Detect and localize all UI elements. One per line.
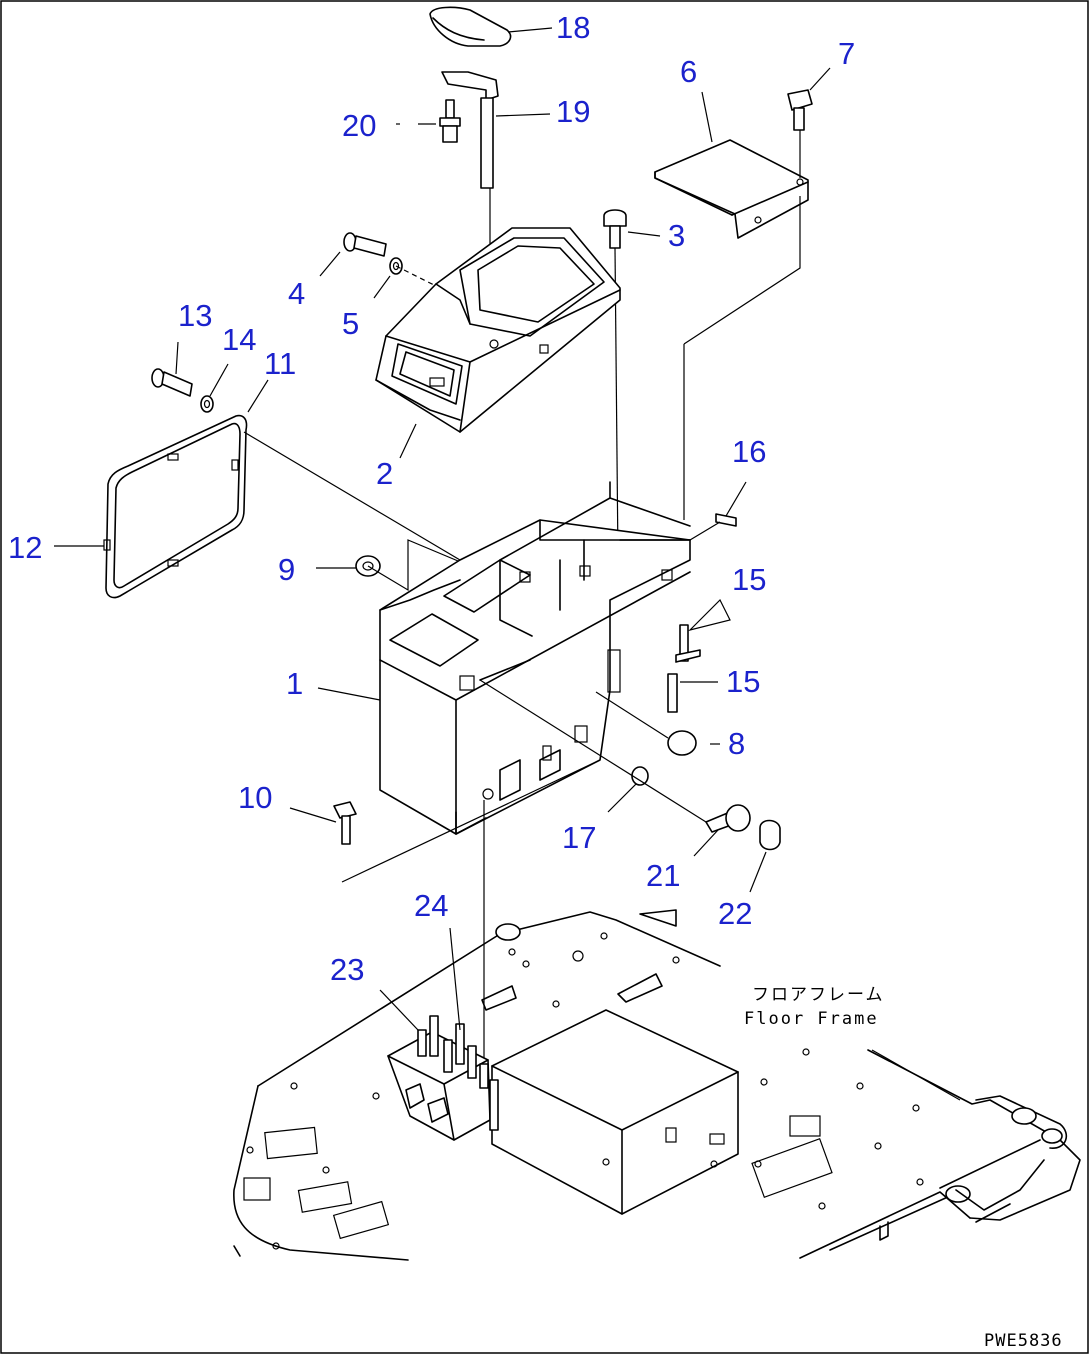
label-15-upper: 15 <box>732 562 766 597</box>
part-12-side-panel <box>103 414 248 599</box>
label-23: 23 <box>330 952 364 987</box>
part-6-cover <box>654 139 809 239</box>
part-16-clip <box>689 513 737 541</box>
label-5: 5 <box>342 306 359 341</box>
part-15-clip-lower <box>667 673 678 713</box>
label-18: 18 <box>556 10 590 45</box>
floor-frame-label-en: Floor Frame <box>744 1009 879 1029</box>
label-3: 3 <box>668 218 685 253</box>
part-14-washer <box>200 395 214 413</box>
label-15-lower: 15 <box>726 664 760 699</box>
part-1-console-body <box>379 481 691 835</box>
part-17-pin <box>631 766 649 786</box>
part-13-bolt <box>151 368 193 397</box>
label-19: 19 <box>556 94 590 129</box>
part-18-armrest-pad <box>429 6 512 47</box>
part-15-clip-upper <box>675 598 731 663</box>
part-5-washer <box>389 257 403 275</box>
label-8: 8 <box>728 726 745 761</box>
floor-frame <box>233 909 1081 1261</box>
label-16: 16 <box>732 434 766 469</box>
part-10-bolt <box>333 801 357 845</box>
label-10: 10 <box>238 780 272 815</box>
part-7-screw <box>787 89 813 178</box>
label-12: 12 <box>8 530 42 565</box>
label-24: 24 <box>414 888 448 923</box>
label-14: 14 <box>222 322 256 357</box>
label-6: 6 <box>680 54 697 89</box>
floor-frame-label-jp: フロアフレーム <box>752 985 885 1005</box>
label-7: 7 <box>838 36 855 71</box>
label-4: 4 <box>288 276 305 311</box>
label-17: 17 <box>562 820 596 855</box>
part-20-bolt <box>439 99 461 143</box>
part-21-knob <box>479 679 751 833</box>
label-9: 9 <box>278 552 295 587</box>
part-22-cap <box>759 819 781 851</box>
label-21: 21 <box>646 858 680 893</box>
part-labels: 18 19 20 6 7 3 4 5 13 14 11 2 16 12 9 15… <box>8 10 855 987</box>
label-13: 13 <box>178 298 212 333</box>
label-11: 11 <box>264 346 296 381</box>
drawing-code: PWE5836 <box>984 1331 1063 1351</box>
part-2-console-top <box>375 227 621 433</box>
label-2: 2 <box>376 456 393 491</box>
part-8-knob <box>595 691 697 756</box>
label-22: 22 <box>718 896 752 931</box>
label-1: 1 <box>286 666 303 701</box>
part-3-screw <box>603 209 627 561</box>
leader-lines <box>54 27 961 1101</box>
part-4-bolt <box>343 232 387 257</box>
label-20: 20 <box>342 108 376 143</box>
